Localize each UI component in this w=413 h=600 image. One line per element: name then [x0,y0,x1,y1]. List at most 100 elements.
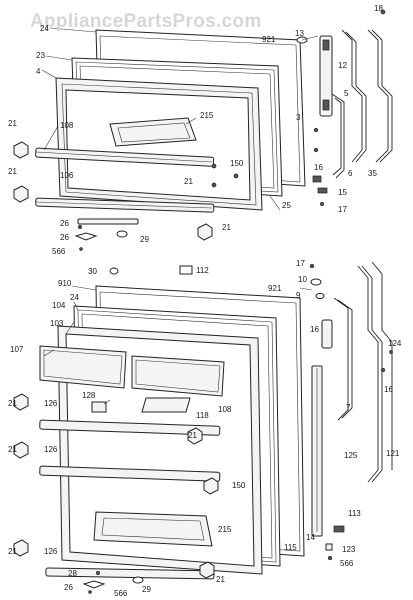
part-label: 106 [60,171,74,180]
roller-29[interactable] [132,576,144,584]
part-label: 21 [8,445,17,454]
shelf-clip-21-f[interactable] [13,441,29,459]
part-label: 566 [52,247,66,256]
freezer-screw-18[interactable] [380,9,386,15]
clip-113[interactable] [333,525,345,533]
part-label: 118 [196,411,209,420]
part-label: 128 [82,391,96,400]
part-label: 7 [346,403,351,412]
door-rail-121-b[interactable] [371,261,393,470]
part-label: 150 [230,159,244,168]
part-label: 21 [8,119,17,128]
part-label: 24 [70,293,79,302]
shelf-clip-21-e[interactable] [13,393,29,411]
part-label: 115 [284,543,297,552]
part-label: 28 [68,569,77,578]
washer-10[interactable] [310,278,322,286]
freezer-hinge-parts [296,9,393,206]
part-label: 123 [342,545,356,554]
part-label: 6 [348,169,353,178]
part-112[interactable] [179,265,193,275]
shelf-clip-21-i[interactable] [199,561,215,579]
part-label: 26 [60,233,69,242]
part-label: 21 [188,431,197,440]
part-label: 21 [8,399,17,408]
part-label: 5 [344,89,349,98]
freezer-clip-15[interactable] [317,187,328,194]
bracket-128[interactable] [91,401,107,413]
part-label: 25 [282,201,291,210]
part-label: 21 [8,167,17,176]
part-label: 17 [296,259,305,268]
freezer-door-rail-6[interactable] [341,29,363,163]
freezer-small-parts [13,141,213,251]
freezer-side-rail-5[interactable] [331,93,345,179]
freezer-door-assembly [35,29,306,225]
screw-28[interactable] [96,571,100,575]
door-rail-7[interactable] [333,297,349,421]
part-label: 126 [44,399,58,408]
screw-124[interactable] [389,350,393,354]
bushing-123[interactable] [325,543,333,551]
freezer-bottom-trim[interactable] [77,218,139,225]
shelf-clip-21-bracket[interactable] [187,427,203,445]
part-label: 150 [232,481,246,490]
part-label: 15 [338,188,347,197]
part-label: 126 [44,547,58,556]
screw-16[interactable] [380,367,386,373]
door-shelf-bar-126-bottom[interactable] [45,567,215,580]
part-label: 35 [368,169,377,178]
part-label: 4 [36,67,41,76]
part-label: 921 [262,35,276,44]
part-label: 18 [374,4,383,13]
hinge-bar-16[interactable] [321,319,333,349]
freezer-door-rail-35[interactable] [367,29,389,163]
freezer-plate-26[interactable] [74,232,98,241]
fresh-food-hinge-parts [179,261,393,561]
dairy-compartment-107-left[interactable] [39,345,127,389]
door-shelf-bar-126-top[interactable] [39,419,221,436]
part-label: 16 [384,385,393,394]
egg-tray-118[interactable] [141,397,191,413]
part-label: 23 [36,51,45,60]
freezer-shelf-clip-21b[interactable] [13,185,29,203]
freezer-roller-29[interactable] [116,230,128,238]
part-label: 26 [60,219,69,228]
part-label: 103 [50,319,64,328]
part-label: 16 [314,163,323,172]
shelf-clip-21-h[interactable] [13,539,29,557]
freezer-screw-17[interactable] [320,202,324,206]
part-label: 21 [8,547,17,556]
part-label: 21 [222,223,231,232]
part-label: 121 [386,449,400,458]
door-bin-215[interactable] [93,511,213,547]
plate-26[interactable] [82,580,106,589]
part-label: 10 [298,275,307,284]
part-label: 566 [340,559,354,568]
door-rail-121-a[interactable] [357,265,379,483]
cap-30[interactable] [109,267,119,275]
part-label: 108 [60,121,74,130]
washer-9[interactable] [315,293,325,299]
freezer-hinge-bar-12[interactable] [319,35,333,117]
door-shelf-bar-126-mid[interactable] [39,465,221,482]
freezer-clip-16[interactable] [312,175,322,183]
shelf-clip-21-g[interactable] [203,477,219,495]
part-label: 12 [338,61,347,70]
freezer-shelf-clip-21d[interactable] [197,223,213,241]
part-label: 29 [142,585,151,594]
part-label: 29 [140,235,149,244]
screw-17[interactable] [309,263,315,269]
part-number-labels: 18 24 921 13 23 4 12 215 21 108 5 150 3 … [8,4,402,598]
freezer-shelf-clip-21a[interactable] [13,141,29,159]
part-label: 108 [218,405,232,414]
part-label: 113 [348,509,361,518]
freezer-leader-lines [41,27,319,211]
part-label: 921 [268,284,282,293]
fresh-food-small-parts [13,267,219,594]
part-label: 16 [310,325,319,334]
part-label: 215 [218,525,232,534]
part-label: 14 [306,533,315,542]
part-label: 104 [52,301,66,310]
